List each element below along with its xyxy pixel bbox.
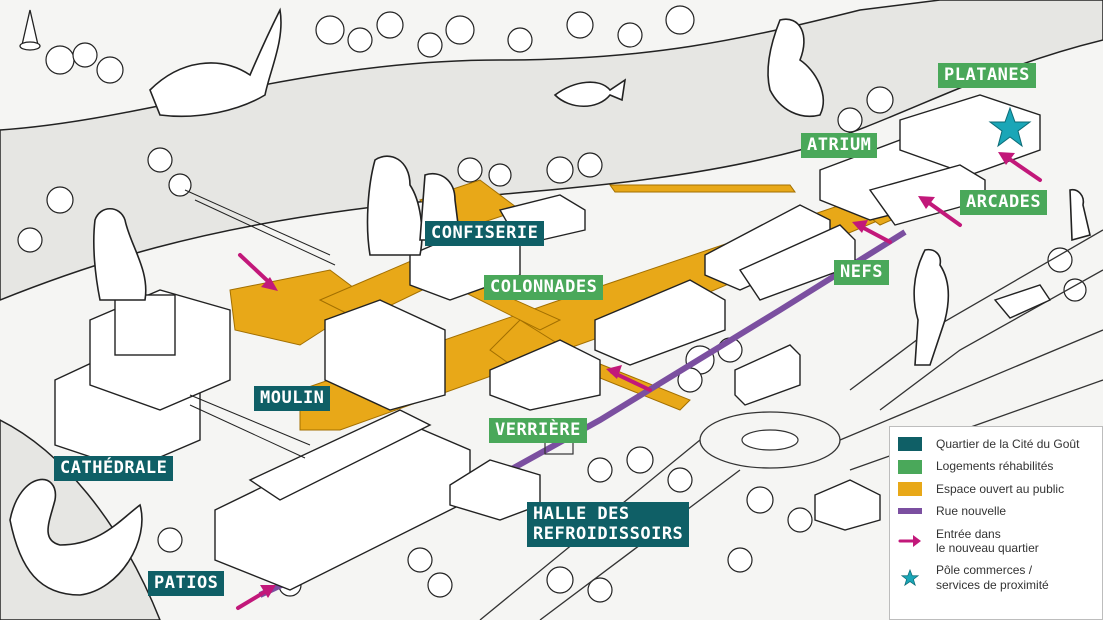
legend-label: Pôle commerces / services de proximité: [936, 563, 1049, 592]
legend-swatch-green: [898, 459, 922, 474]
label-halle-line2: REFROIDISSOIRS: [533, 523, 684, 544]
label-arcades: ARCADES: [960, 190, 1048, 215]
label-platanes: PLATANES: [938, 63, 1036, 88]
label-moulin: MOULIN: [254, 386, 331, 411]
legend-label-line2: le nouveau quartier: [936, 540, 1039, 555]
legend-label-line2: services de proximité: [936, 577, 1049, 592]
legend: Quartier de la Cité du Goût Logements ré…: [889, 426, 1103, 620]
label-nefs: NEFS: [834, 260, 889, 285]
legend-swatch-purple-line: [898, 508, 922, 515]
legend-label-line1: Pôle commerces /: [936, 563, 1033, 578]
label-confiserie: CONFISERIE: [425, 221, 545, 246]
label-verriere: VERRIÈRE: [489, 418, 587, 443]
legend-item-espace-public: Espace ouvert au public: [898, 482, 1094, 496]
legend-item-logements: Logements réhabilités: [898, 459, 1094, 474]
legend-label-line1: Entrée dans: [936, 526, 1001, 541]
label-atrium: ATRIUM: [801, 133, 878, 158]
star-icon: [898, 568, 922, 587]
legend-label: Logements réhabilités: [936, 459, 1054, 474]
legend-label: Espace ouvert au public: [936, 481, 1065, 496]
legend-item-quartier: Quartier de la Cité du Goût: [898, 437, 1094, 452]
legend-label: Rue nouvelle: [936, 504, 1007, 519]
legend-item-entree: Entrée dans le nouveau quartier: [898, 527, 1094, 556]
label-cathedrale: CATHÉDRALE: [54, 456, 174, 481]
legend-label: Entrée dans le nouveau quartier: [936, 527, 1039, 556]
legend-swatch-orange: [898, 481, 922, 496]
legend-item-rue-nouvelle: Rue nouvelle: [898, 504, 1094, 518]
legend-swatch-teal: [898, 437, 922, 452]
legend-item-pole-commerces: Pôle commerces / services de proximité: [898, 563, 1094, 592]
label-halle-des-refroidissoirs: HALLE DES REFROIDISSOIRS: [527, 502, 690, 548]
label-patios: PATIOS: [148, 571, 225, 596]
label-halle-line1: HALLE DES: [533, 504, 630, 524]
label-colonnades: COLONNADES: [484, 275, 604, 300]
legend-label: Quartier de la Cité du Goût: [936, 437, 1080, 451]
arrow-right-icon: [898, 534, 922, 548]
